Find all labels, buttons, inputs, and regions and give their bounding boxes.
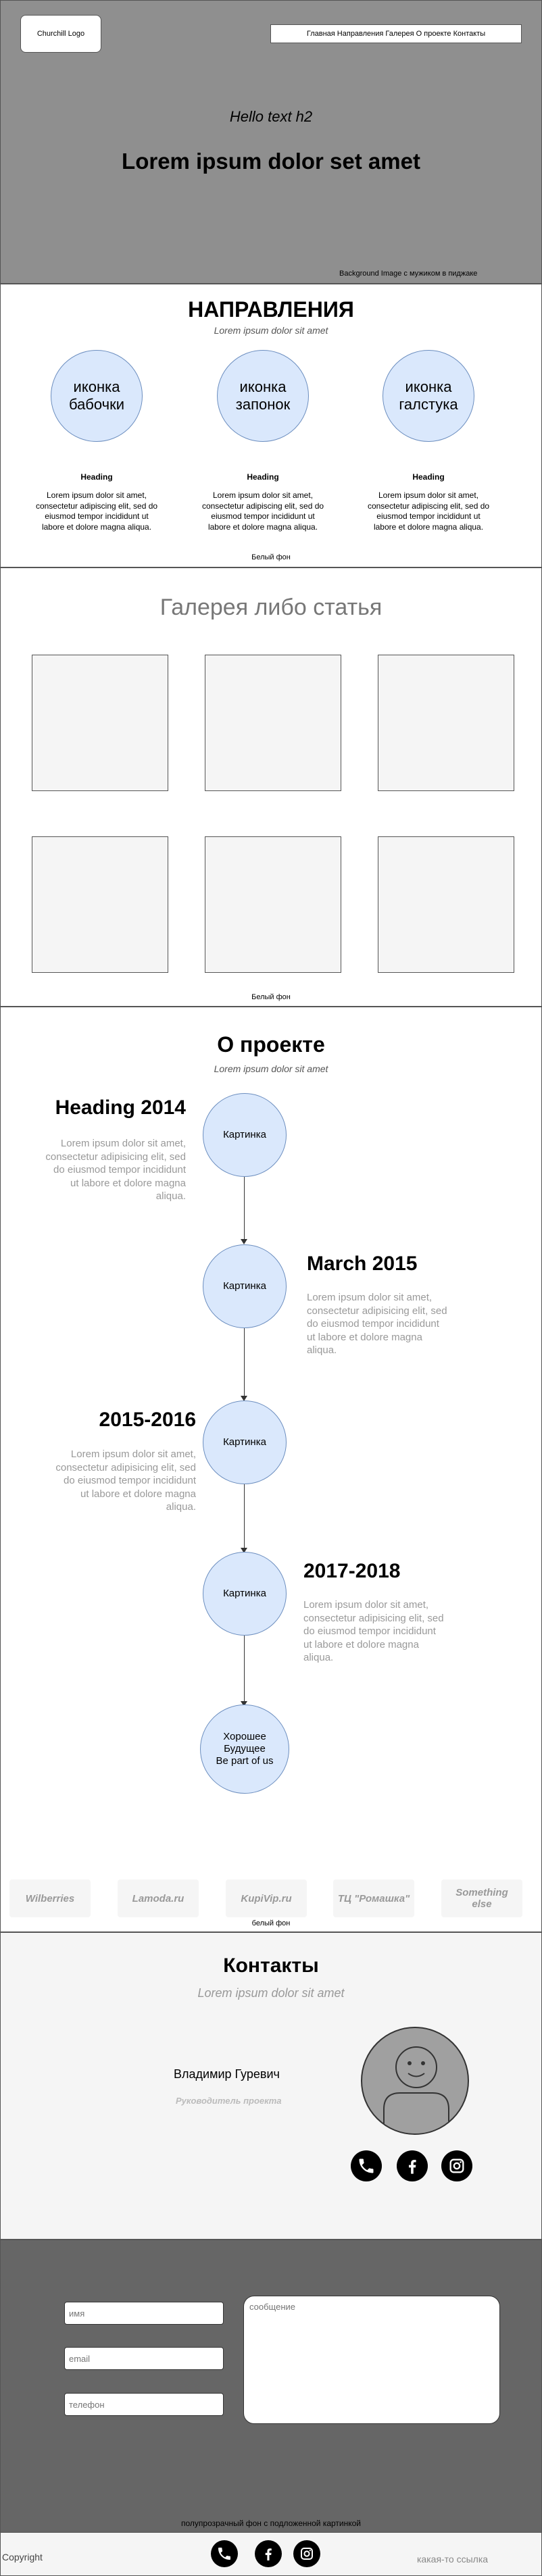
timeline-heading: March 2015 bbox=[307, 1253, 418, 1275]
timeline-image-label: Картинка bbox=[223, 1588, 266, 1599]
copyright: Copyright bbox=[2, 2552, 43, 2562]
hero-bg-note: Background Image с мужиком в пиджаке bbox=[339, 270, 478, 278]
timeline-text: Lorem ipsum dolor sit amet, consectetur … bbox=[303, 1599, 444, 1663]
future-circle: Хорошее Будущее Be part of us bbox=[200, 1704, 289, 1794]
phone-icon[interactable] bbox=[211, 2540, 238, 2567]
contacts-title: Контакты bbox=[223, 1954, 319, 1977]
direction-heading: Heading bbox=[412, 472, 445, 482]
contact-role: Руководитель проекта bbox=[176, 2096, 282, 2106]
form-bg-note: полупрозрачный фон с подложенной картинк… bbox=[180, 2519, 362, 2528]
footer-link[interactable]: какая-то ссылка bbox=[417, 2554, 489, 2565]
main-nav[interactable]: Главная Направления Галерея О проекте Ко… bbox=[270, 24, 522, 43]
direction-text: Lorem ipsum dolor sit amet, consectetur … bbox=[35, 490, 158, 532]
timeline-arrow bbox=[241, 1548, 247, 1553]
email-field[interactable] bbox=[64, 2347, 224, 2370]
timeline-connector bbox=[244, 1484, 245, 1549]
about-bg-note: белый фон bbox=[251, 1919, 291, 1927]
name-field[interactable] bbox=[64, 2302, 224, 2325]
timeline-text: Lorem ipsum dolor sit amet, consectetur … bbox=[45, 1138, 186, 1202]
gallery-item[interactable] bbox=[32, 655, 168, 791]
directions-bg-note: Белый фон bbox=[251, 553, 291, 561]
timeline-image: Картинка bbox=[203, 1093, 287, 1177]
hero-title: Lorem ipsum dolor set amet bbox=[122, 149, 420, 174]
timeline-arrow bbox=[241, 1239, 247, 1244]
future-label: Хорошее Будущее Be part of us bbox=[216, 1731, 274, 1767]
timeline-arrow bbox=[241, 1396, 247, 1401]
timeline-image-label: Картинка bbox=[223, 1129, 266, 1140]
timeline-connector bbox=[244, 1636, 245, 1702]
instagram-icon[interactable] bbox=[293, 2540, 320, 2567]
about-title: О проекте bbox=[217, 1032, 325, 1057]
logo[interactable]: Churchill Logo bbox=[20, 15, 101, 53]
butterfly-icon: иконка бабочки bbox=[51, 350, 143, 442]
timeline-connector bbox=[244, 1328, 245, 1397]
timeline-image-label: Картинка bbox=[223, 1436, 266, 1448]
direction-text: Lorem ipsum dolor sit amet, consectetur … bbox=[201, 490, 324, 532]
partner-logo[interactable]: Something else bbox=[441, 1879, 522, 1917]
partner-name: KupiVip.ru bbox=[241, 1892, 292, 1904]
partner-logo[interactable]: Lamoda.ru bbox=[118, 1879, 199, 1917]
gallery-item[interactable] bbox=[378, 836, 514, 973]
partner-name: Lamoda.ru bbox=[132, 1892, 184, 1904]
timeline-arrow bbox=[241, 1701, 247, 1707]
instagram-icon[interactable] bbox=[441, 2150, 472, 2181]
contact-name: Владимир Гуревич bbox=[174, 2067, 280, 2081]
phone-icon[interactable] bbox=[351, 2150, 382, 2181]
person-icon bbox=[383, 2046, 449, 2133]
timeline-text: Lorem ipsum dolor sit amet, consectetur … bbox=[55, 1448, 196, 1513]
cufflinks-icon: иконка запонок bbox=[217, 350, 309, 442]
hero-subtitle: Hello text h2 bbox=[229, 108, 313, 125]
direction-heading: Heading bbox=[247, 472, 279, 482]
timeline-text: Lorem ipsum dolor sit amet, consectetur … bbox=[307, 1292, 447, 1356]
direction-heading: Heading bbox=[80, 472, 113, 482]
timeline-image: Картинка bbox=[203, 1552, 287, 1636]
message-field[interactable] bbox=[243, 2296, 500, 2424]
direction-icon-label: иконка галстука bbox=[399, 378, 458, 413]
gallery-item[interactable] bbox=[32, 836, 168, 973]
partner-name: ТЦ "Ромашка" bbox=[337, 1892, 410, 1904]
timeline-heading: Heading 2014 bbox=[55, 1096, 186, 1119]
contacts-subtitle: Lorem ipsum dolor sit amet bbox=[197, 1986, 345, 2000]
partner-logo[interactable]: ТЦ "Ромашка" bbox=[333, 1879, 414, 1917]
timeline-heading: 2015-2016 bbox=[99, 1409, 196, 1431]
partner-name: Wilberries bbox=[25, 1892, 75, 1904]
tie-icon: иконка галстука bbox=[383, 350, 474, 442]
logo-text: Churchill Logo bbox=[36, 30, 85, 38]
direction-icon-label: иконка бабочки bbox=[68, 378, 125, 413]
directions-subtitle: Lorem ipsum dolor sit amet bbox=[214, 325, 328, 336]
timeline-image-label: Картинка bbox=[223, 1280, 266, 1292]
direction-text: Lorem ipsum dolor sit amet, consectetur … bbox=[367, 490, 490, 532]
gallery-item[interactable] bbox=[378, 655, 514, 791]
partner-name: Something else bbox=[455, 1887, 508, 1910]
timeline-image: Картинка bbox=[203, 1400, 287, 1484]
facebook-icon[interactable] bbox=[397, 2150, 428, 2181]
partner-logo[interactable]: Wilberries bbox=[9, 1879, 91, 1917]
direction-icon-label: иконка запонок bbox=[235, 378, 291, 413]
partner-logo[interactable]: KupiVip.ru bbox=[226, 1879, 307, 1917]
timeline-heading: 2017-2018 bbox=[303, 1560, 401, 1582]
phone-field[interactable] bbox=[64, 2393, 224, 2416]
timeline-image: Картинка bbox=[203, 1244, 287, 1328]
nav-links[interactable]: Главная Направления Галерея О проекте Ко… bbox=[306, 30, 486, 38]
facebook-icon[interactable] bbox=[255, 2540, 282, 2567]
directions-title: НАПРАВЛЕНИЯ bbox=[188, 297, 354, 322]
gallery-item[interactable] bbox=[205, 655, 341, 791]
timeline-connector bbox=[244, 1177, 245, 1241]
gallery-bg-note: Белый фон bbox=[251, 993, 291, 1001]
gallery-title: Галерея либо статья bbox=[159, 595, 383, 620]
gallery-item[interactable] bbox=[205, 836, 341, 973]
about-subtitle: Lorem ipsum dolor sit amet bbox=[214, 1063, 328, 1074]
avatar bbox=[361, 2027, 469, 2135]
